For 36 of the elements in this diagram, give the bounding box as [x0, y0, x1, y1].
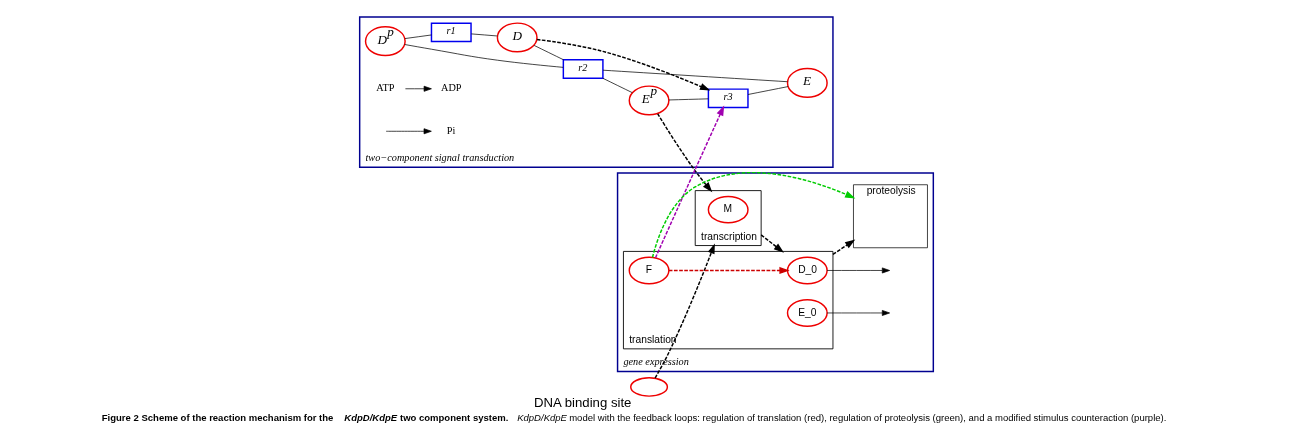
connector: [533, 45, 564, 61]
node-ellipse: D_0: [786, 256, 828, 285]
arrow: [826, 310, 890, 316]
node-ellipse: D: [496, 22, 538, 53]
node-ellipse: [629, 377, 668, 397]
arrow: [667, 266, 790, 275]
node-text: Pi: [446, 124, 455, 136]
node-ellipse: E_0: [786, 299, 828, 327]
connector: [747, 86, 788, 95]
node-text: ATP: [375, 82, 394, 94]
arrow: [656, 113, 712, 193]
arrow: [831, 239, 855, 256]
arrow: [759, 234, 784, 253]
arrow: [404, 85, 432, 92]
caption: Figure 2 Scheme of the reaction mechanism for the KdpD/KdpE two component system. KdpD/KdpE model with the feedback loops: regulation of translation (red), regulation of proteolysis (green), and a modified stimulus counteraction (purple).: [101, 411, 1166, 423]
connector: [602, 77, 633, 94]
node-text: ADP: [440, 82, 462, 94]
arrow: [826, 267, 890, 274]
connector: [668, 98, 709, 101]
node-box: r1: [430, 22, 472, 43]
node-label: DNA binding site: [533, 394, 631, 410]
arrow: [651, 172, 855, 259]
connector: [602, 69, 788, 83]
node-ellipse: F: [628, 256, 670, 285]
arrow: [653, 243, 715, 379]
arrow: [535, 38, 710, 91]
connector: [403, 44, 563, 68]
arrow: [654, 105, 724, 259]
node-ellipse: M: [707, 195, 749, 224]
node-box: r3: [707, 88, 749, 109]
arrow: [385, 128, 432, 135]
node-box: r2: [562, 59, 604, 79]
node-box: proteolysis: [852, 184, 928, 249]
node-ellipse: E: [786, 67, 828, 98]
connector: [470, 33, 498, 37]
connector: [404, 34, 432, 39]
